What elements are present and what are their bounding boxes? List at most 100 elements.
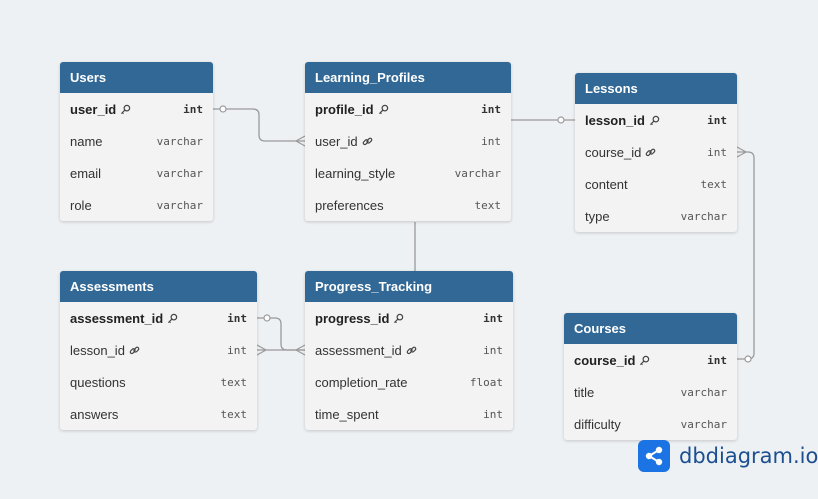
field-type: int bbox=[227, 311, 247, 325]
field-name-group: type bbox=[585, 209, 610, 224]
field-row[interactable]: lesson_id int bbox=[575, 104, 737, 136]
field-row[interactable]: title varchar bbox=[564, 376, 737, 408]
field-name: user_id bbox=[70, 101, 117, 117]
field-name: completion_rate bbox=[315, 374, 408, 390]
field-name-group: lesson_id bbox=[585, 113, 660, 128]
relation-users-learning-profiles[interactable] bbox=[213, 105, 306, 147]
field-name: name bbox=[70, 133, 103, 149]
field-name: time_spent bbox=[315, 406, 379, 422]
table-header[interactable]: Users bbox=[60, 62, 213, 93]
field-name-group: time_spent bbox=[315, 407, 379, 422]
field-row[interactable]: preferences text bbox=[305, 189, 511, 221]
relation-learning-profiles-lessons[interactable] bbox=[511, 116, 575, 124]
field-type: int bbox=[707, 113, 727, 127]
field-type: varchar bbox=[680, 385, 727, 399]
field-type: int bbox=[707, 353, 727, 367]
field-name: title bbox=[574, 384, 595, 400]
field-name: assessment_id bbox=[315, 342, 402, 358]
field-type: varchar bbox=[156, 198, 203, 212]
field-type: int bbox=[481, 134, 501, 148]
field-name: content bbox=[585, 176, 628, 192]
field-name: type bbox=[585, 208, 610, 224]
field-row[interactable]: time_spent int bbox=[305, 398, 513, 430]
field-type: text bbox=[700, 177, 728, 191]
field-type: int bbox=[483, 343, 503, 357]
field-row[interactable]: difficulty varchar bbox=[564, 408, 737, 440]
field-row[interactable]: content text bbox=[575, 168, 737, 200]
table-header[interactable]: Learning_Profiles bbox=[305, 62, 511, 93]
field-name-group: course_id bbox=[585, 145, 656, 160]
field-name: answers bbox=[70, 406, 119, 422]
field-row[interactable]: user_id int bbox=[305, 125, 511, 157]
field-row[interactable]: assessment_id int bbox=[60, 302, 257, 334]
link-icon bbox=[129, 345, 140, 356]
relation-assessments-lesson[interactable] bbox=[256, 344, 305, 356]
table-header[interactable]: Progress_Tracking bbox=[305, 271, 513, 302]
field-name: questions bbox=[70, 374, 126, 390]
field-row[interactable]: learning_style varchar bbox=[305, 157, 511, 189]
field-name: course_id bbox=[574, 352, 636, 368]
field-name-group: preferences bbox=[315, 198, 384, 213]
field-type: int bbox=[227, 343, 247, 357]
field-name: difficulty bbox=[574, 416, 621, 432]
field-name-group: learning_style bbox=[315, 166, 395, 181]
field-name-group: name bbox=[70, 134, 103, 149]
field-name-group: title bbox=[574, 385, 594, 400]
field-row[interactable]: completion_rate float bbox=[305, 366, 513, 398]
table-header[interactable]: Courses bbox=[564, 313, 737, 344]
field-type: text bbox=[474, 198, 502, 212]
field-type: varchar bbox=[680, 417, 727, 431]
field-type: varchar bbox=[680, 209, 727, 223]
brand-name: dbdiagram.io bbox=[679, 444, 818, 468]
field-type: text bbox=[220, 407, 248, 421]
field-name-group: profile_id bbox=[315, 102, 389, 117]
field-row[interactable]: assessment_id int bbox=[305, 334, 513, 366]
field-type: float bbox=[469, 375, 503, 389]
field-name: profile_id bbox=[315, 101, 374, 117]
key-icon bbox=[167, 313, 178, 324]
link-icon bbox=[406, 345, 417, 356]
field-name: assessment_id bbox=[70, 310, 164, 326]
key-icon bbox=[649, 115, 660, 126]
share-nodes-icon bbox=[638, 440, 670, 472]
link-icon bbox=[362, 136, 373, 147]
field-name: course_id bbox=[585, 144, 642, 160]
brand-logo[interactable]: dbdiagram.io bbox=[638, 440, 818, 472]
field-name: lesson_id bbox=[585, 112, 645, 128]
field-row[interactable]: type varchar bbox=[575, 200, 737, 232]
table-header[interactable]: Assessments bbox=[60, 271, 257, 302]
field-name: learning_style bbox=[315, 165, 396, 181]
field-row[interactable]: course_id int bbox=[564, 344, 737, 376]
field-type: varchar bbox=[454, 166, 501, 180]
field-name-group: questions bbox=[70, 375, 126, 390]
field-name-group: answers bbox=[70, 407, 118, 422]
field-row[interactable]: answers text bbox=[60, 398, 257, 430]
field-type: int bbox=[483, 407, 503, 421]
field-type: varchar bbox=[156, 166, 203, 180]
field-name-group: progress_id bbox=[315, 311, 404, 326]
relation-assessments-progress[interactable] bbox=[257, 314, 306, 356]
field-name-group: difficulty bbox=[574, 417, 621, 432]
table-header[interactable]: Lessons bbox=[575, 73, 737, 104]
field-name-group: user_id bbox=[315, 134, 373, 149]
field-name: email bbox=[70, 165, 102, 181]
relation-courses-lessons[interactable] bbox=[736, 146, 755, 363]
field-row[interactable]: email varchar bbox=[60, 157, 213, 189]
key-icon bbox=[639, 355, 650, 366]
field-name-group: content bbox=[585, 177, 628, 192]
